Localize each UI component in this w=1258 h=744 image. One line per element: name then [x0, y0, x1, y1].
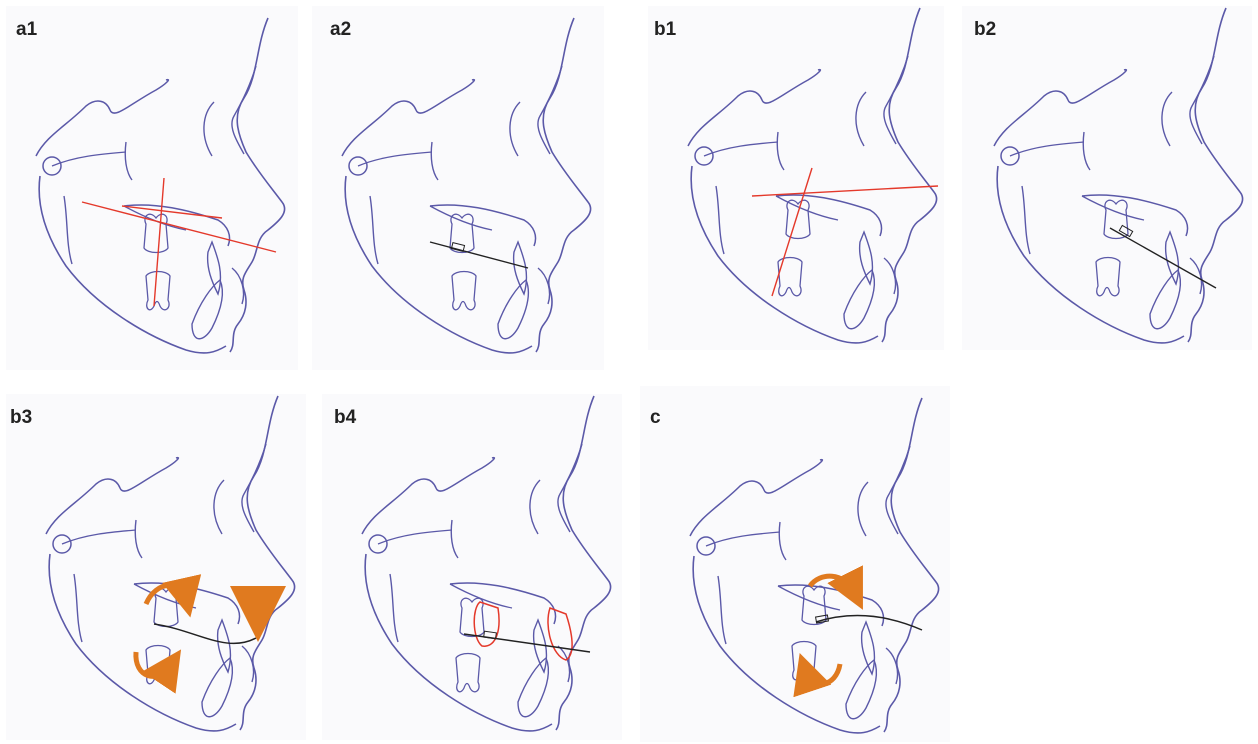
molar-axis-line	[772, 168, 812, 296]
rotation-arrow-icon	[806, 664, 840, 684]
cephalometric-tracing-c	[640, 386, 950, 742]
panel-label: b1	[654, 20, 676, 39]
panel-label: b4	[334, 408, 356, 427]
archwire	[1110, 228, 1216, 288]
molar-axis-line	[154, 178, 164, 306]
planned-incisor-outline	[548, 608, 572, 660]
rotation-arrow-icon	[136, 652, 170, 676]
panel-b3: b3	[6, 394, 306, 740]
panel-b4: b4	[322, 394, 622, 740]
planned-molar-outline	[474, 602, 499, 646]
panel-b2: b2	[962, 6, 1252, 350]
panel-a1: a1	[6, 6, 298, 370]
panel-c: c	[640, 386, 950, 742]
reference-line	[752, 186, 938, 196]
panel-a2: a2	[312, 6, 604, 370]
rotation-arrow-icon	[146, 585, 186, 604]
cephalometric-tracing-a1	[6, 6, 298, 370]
cephalometric-tracing-b4	[322, 394, 622, 740]
panel-label: a2	[330, 20, 351, 39]
panel-label: b3	[10, 408, 32, 427]
panel-label: b2	[974, 20, 996, 39]
cephalometric-tracing-b1	[648, 6, 944, 350]
panel-label: c	[650, 408, 661, 427]
cephalometric-tracing-b3	[6, 394, 306, 740]
archwire	[816, 616, 922, 630]
archwire	[154, 624, 256, 643]
panel-b1: b1	[648, 6, 944, 350]
cephalometric-tracing-b2	[962, 6, 1252, 350]
panel-label: a1	[16, 20, 37, 39]
cephalometric-tracing-a2	[312, 6, 604, 370]
